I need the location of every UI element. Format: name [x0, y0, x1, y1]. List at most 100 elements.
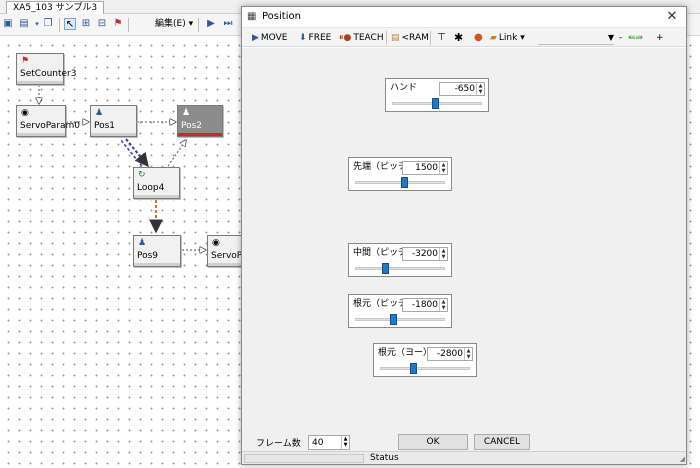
joint-value-stepper[interactable]: 1500 ▲▼	[402, 161, 448, 175]
flow-node-label: Pos2	[181, 121, 203, 131]
stepper-up-icon[interactable]: ▲	[441, 162, 446, 168]
slider-thumb[interactable]	[401, 177, 409, 188]
flow-node-label: Pos9	[137, 251, 159, 261]
ram-button[interactable]: ▤<RAM	[391, 31, 429, 45]
folder-icon: ▰	[490, 33, 497, 43]
flow-node-loop4[interactable]: ↻ Loop4	[133, 167, 180, 199]
teach-label: TEACH	[353, 33, 384, 43]
stepper-down-icon[interactable]: ▼	[441, 254, 446, 260]
dot-icon[interactable]: ●	[474, 32, 483, 43]
flow-node-setcounter[interactable]: ⚑ SetCounter3	[16, 53, 76, 85]
layout-icon[interactable]: ❐	[43, 18, 53, 29]
slider-thumb[interactable]	[432, 98, 440, 109]
joint-panel-middle-pitch: 中間（ピッチ） -3200 ▲▼	[348, 243, 452, 277]
dropdown-arrow-icon[interactable]: ▾	[35, 20, 39, 28]
link-combo[interactable]: ▼	[538, 31, 614, 45]
save-icon[interactable]: ▣	[3, 18, 13, 29]
link-label: Link	[498, 33, 518, 43]
teach-button[interactable]: ⏸●TEACH	[339, 31, 384, 45]
component-icon[interactable]: ▤	[19, 18, 29, 29]
joint-slider[interactable]	[355, 314, 445, 325]
slider-thumb[interactable]	[389, 314, 397, 325]
joint-slider[interactable]	[380, 363, 470, 374]
joint-panel-base-yaw: 根元（ヨー） -2800 ▲▼	[373, 343, 477, 377]
slider-thumb[interactable]	[409, 363, 417, 374]
dialog-title-bar[interactable]: ▦ Position ✕	[242, 7, 686, 27]
stepper-buttons[interactable]: ▲▼	[439, 299, 447, 311]
move-button[interactable]: ▶MOVE	[252, 31, 287, 45]
status-progress-bar	[244, 454, 364, 463]
joint-slider[interactable]	[355, 177, 445, 188]
flow-node-bar	[17, 81, 63, 84]
play-icon[interactable]: ▶	[207, 18, 215, 29]
dialog-toolbar: ▶MOVE ⬇FREE ⏸●TEACH ▤<RAM ⊤ ✱ ● ▰Link ▾ …	[242, 27, 686, 47]
flow-node-label: Pos1	[94, 121, 116, 131]
resize-grip-icon[interactable]: ◢	[679, 455, 685, 463]
link-button[interactable]: ▰Link ▾	[490, 33, 525, 43]
cancel-button[interactable]: CANCEL	[474, 434, 530, 450]
stepper-buttons[interactable]: ▲▼	[439, 162, 447, 174]
toolbar-separator	[128, 18, 129, 32]
stepper-buttons[interactable]: ▲▼	[464, 348, 472, 360]
stepper-down-icon[interactable]: ▼	[343, 442, 348, 448]
flow-node-bar	[134, 195, 179, 198]
branch-icon[interactable]: ⊟	[97, 18, 107, 29]
position-dialog: ▦ Position ✕ ▶MOVE ⬇FREE ⏸●TEACH ▤<RAM ⊤…	[241, 6, 687, 465]
free-button[interactable]: ⬇FREE	[299, 31, 331, 45]
stepper-down-icon[interactable]: ▼	[441, 305, 446, 311]
slider-thumb[interactable]	[382, 263, 390, 274]
stepper-down-icon[interactable]: ▼	[466, 354, 471, 360]
flag-icon[interactable]: ⚑	[113, 18, 123, 29]
joint-value: -650	[454, 84, 475, 94]
joint-slider[interactable]	[392, 98, 482, 109]
figure-icon[interactable]: ✱	[454, 31, 464, 44]
chevron-down-icon: ▼	[607, 33, 614, 42]
flow-node-servoparam0[interactable]: ◉ ServoParam0	[16, 105, 80, 137]
pose-icon[interactable]: ⊤	[437, 32, 446, 43]
arm-icon: ♟	[182, 108, 191, 118]
stepper-buttons[interactable]: ▲▼	[439, 248, 447, 260]
edit-menu[interactable]: 編集(E) ▾	[155, 19, 194, 29]
minus-button[interactable]: -	[619, 33, 623, 43]
flow-node-bar	[17, 133, 65, 136]
joint-value-stepper[interactable]: -650 ▲▼	[439, 82, 485, 96]
stepper-buttons[interactable]: ▲▼	[341, 436, 349, 449]
stepper-up-icon[interactable]: ▲	[466, 348, 471, 354]
connect-icon[interactable]: ⊞	[81, 18, 91, 29]
arm-icon: ♟	[95, 108, 104, 118]
frames-stepper[interactable]: 40 ▲▼	[308, 435, 350, 450]
toolbar-separator	[59, 18, 60, 32]
stepper-down-icon[interactable]: ▼	[441, 168, 446, 174]
close-button[interactable]: ✕	[666, 9, 678, 24]
status-text: Status	[370, 453, 399, 463]
ok-button[interactable]: OK	[398, 434, 468, 450]
flow-node-pos2[interactable]: ♟ Pos2	[177, 105, 223, 137]
flow-node-pos9[interactable]: ♟ Pos9	[133, 235, 181, 267]
stepper-up-icon[interactable]: ▲	[441, 248, 446, 254]
pointer-icon[interactable]: ↖	[64, 18, 76, 30]
down-arrow-icon: ⬇	[299, 33, 307, 43]
stepper-up-icon[interactable]: ▲	[441, 299, 446, 305]
plus-button[interactable]: +	[656, 33, 664, 43]
stepper-down-icon[interactable]: ▼	[478, 89, 483, 95]
stepper-up-icon[interactable]: ▲	[343, 436, 348, 442]
flow-node-servoparam[interactable]: ◉ ServoPar	[207, 235, 247, 267]
stepper-buttons[interactable]: ▲▼	[476, 83, 484, 95]
status-bar: Status ◢	[242, 451, 686, 464]
toolbar-separator	[386, 31, 387, 45]
flow-node-pos1[interactable]: ♟ Pos1	[90, 105, 137, 137]
step-arrows-icon[interactable]: ⇚⇛	[628, 33, 644, 43]
joint-value-stepper[interactable]: -3200 ▲▼	[402, 247, 448, 261]
joint-value-stepper[interactable]: -1800 ▲▼	[402, 298, 448, 312]
flow-node-bar	[134, 263, 180, 266]
joint-panel-base-pitch: 根元（ピッチ） -1800 ▲▼	[348, 294, 452, 328]
flow-node-label: Loop4	[137, 183, 165, 193]
stepper-up-icon[interactable]: ▲	[478, 83, 483, 89]
window-icon: ▦	[247, 11, 257, 22]
flow-node-bar	[91, 133, 136, 136]
step-icon[interactable]: ⏭	[223, 18, 233, 29]
editor-tab[interactable]: XA5_103 サンプル3	[6, 1, 105, 14]
joint-value-stepper[interactable]: -2800 ▲▼	[427, 347, 473, 361]
joint-slider[interactable]	[355, 263, 445, 274]
dialog-body: ハンド -650 ▲▼ 先端（ピッチ） 1500 ▲▼ 中間（ピッチ） -320…	[242, 48, 686, 464]
